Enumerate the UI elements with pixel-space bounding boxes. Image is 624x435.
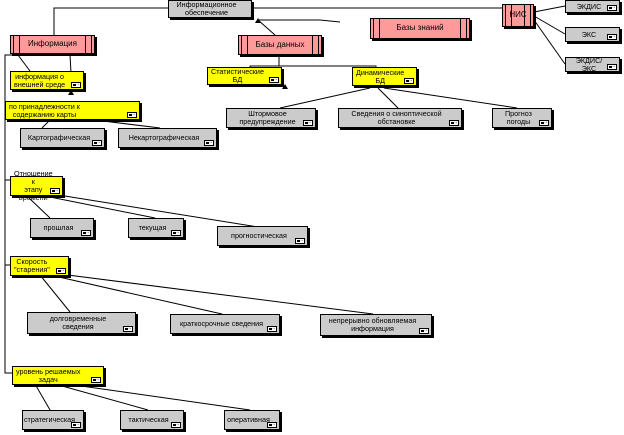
link-icon: [91, 377, 101, 383]
node-nis[interactable]: НИС: [502, 4, 534, 27]
link-info-spine: [4, 54, 16, 374]
node-aging-speed[interactable]: Скорость "старения": [10, 256, 69, 276]
link-icon: [269, 77, 279, 83]
link-nis-to-ekdis-eks: [533, 19, 566, 65]
node-task-level[interactable]: уровень решаемых задач: [12, 366, 104, 385]
link-task-to-operational: [59, 382, 251, 411]
link-icon: [295, 238, 305, 244]
node-databases[interactable]: Базы данных: [238, 35, 322, 55]
link-aging-to-short: [49, 274, 223, 315]
node-time-relation[interactable]: Отношение к этапу времени: [10, 170, 63, 201]
link-icon: [71, 422, 81, 428]
node-continuous[interactable]: непрерывно обновляемая информация: [320, 314, 432, 336]
node-current[interactable]: текущая: [128, 218, 184, 238]
link-icon: [127, 112, 137, 118]
link-icon: [50, 188, 60, 194]
node-ekdis[interactable]: ЭКДИС: [565, 0, 620, 13]
triangle-marker: [255, 18, 261, 23]
link-content-to-noncarto: [94, 119, 161, 129]
link-info-support-to-info: [53, 7, 170, 35]
node-tactical[interactable]: тактическая: [120, 410, 184, 430]
link-icon: [92, 140, 102, 146]
node-information[interactable]: Информация: [10, 35, 95, 54]
link-icon: [204, 140, 214, 146]
link-info-to-ext-env: [17, 54, 31, 72]
link-nis-to-ekdis: [533, 5, 566, 13]
node-cartographic[interactable]: Картографическая: [20, 128, 105, 148]
node-storm-warning[interactable]: Штормовое предупреждение: [226, 108, 316, 128]
link-task-to-strategic: [34, 383, 51, 411]
link-icon: [539, 120, 549, 126]
link-icon: [267, 422, 277, 428]
link-icon: [303, 120, 313, 126]
node-long-term[interactable]: долговременные сведения: [27, 312, 136, 334]
node-strategic[interactable]: стратегическая: [22, 410, 84, 430]
link-icon: [171, 422, 181, 428]
link-icon: [81, 230, 91, 236]
node-prognostic[interactable]: прогностическая: [217, 226, 308, 246]
link-icon: [404, 78, 414, 84]
link-icon: [419, 328, 429, 334]
node-knowledge-base[interactable]: Базы знаний: [370, 18, 470, 39]
node-short-term[interactable]: краткосрочные сведения: [170, 314, 280, 334]
link-time-to-current: [39, 194, 156, 219]
node-ekdis-eks[interactable]: ЭКДИС/ЭКС: [565, 56, 620, 72]
link-icon: [607, 64, 617, 70]
node-synoptic-info[interactable]: Сведения о синоптической обстановке: [338, 108, 462, 128]
node-info-support[interactable]: Информационное обеспечение: [168, 0, 252, 18]
link-icon: [71, 82, 81, 88]
link-icon: [449, 120, 459, 126]
node-eks[interactable]: ЭКС: [565, 27, 620, 42]
link-info-support-to-kb: [258, 19, 341, 23]
link-dynamic-to-synoptic: [377, 87, 399, 109]
link-aging-to-long: [39, 274, 71, 313]
node-static-db[interactable]: Статистические БД: [207, 67, 282, 85]
node-past[interactable]: прошлая: [30, 218, 94, 238]
link-task-to-tactical: [54, 383, 149, 411]
node-dynamic-db[interactable]: Динамические БД: [352, 67, 417, 86]
link-content-to-carto: [41, 119, 51, 129]
node-by-content[interactable]: по принадлежности к содержанию карты: [5, 101, 140, 120]
link-time-to-past: [27, 196, 51, 219]
link-nis-to-eks: [533, 15, 566, 35]
link-icon: [607, 5, 617, 11]
triangle-marker: [68, 90, 74, 95]
link-icon: [607, 34, 617, 40]
link-aging-to-continuous: [59, 273, 374, 315]
node-external-env[interactable]: информация о внешней среде: [10, 71, 84, 90]
link-dynamic-to-storm: [279, 87, 371, 109]
node-noncartographic[interactable]: Некартографическая: [118, 128, 217, 148]
link-icon: [267, 326, 277, 332]
triangle-marker: [282, 84, 288, 89]
link-time-to-prognostic: [45, 192, 259, 228]
link-dynamic-to-forecast: [383, 87, 518, 109]
link-icon: [171, 230, 181, 236]
node-weather-forecast[interactable]: Прогноз погоды: [492, 108, 552, 128]
node-operational[interactable]: оперативная: [224, 410, 280, 430]
link-icon: [123, 326, 133, 332]
link-icon: [56, 268, 66, 274]
